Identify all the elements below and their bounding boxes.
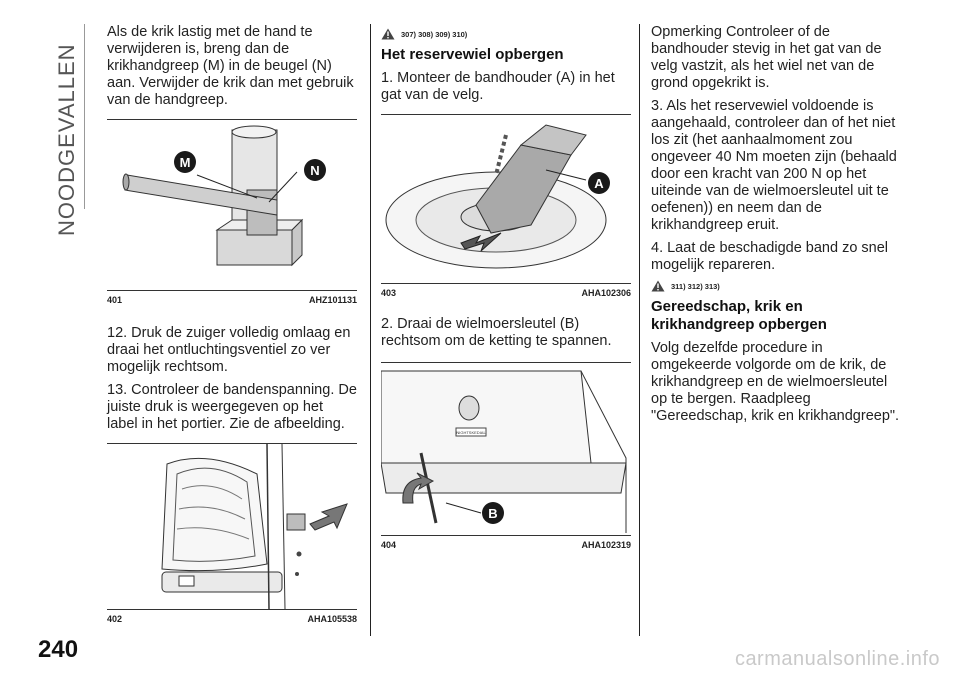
jack-handle-illustration: M N [122,125,326,267]
step-13: 13. Controleer de bandenspanning. De jui… [107,382,357,432]
warning-triangle-icon [651,280,665,292]
figure-code: AHA102319 [581,540,631,550]
warning-triangle-icon [381,28,395,40]
procedure-paragraph: Volg dezelfde procedure in omgekeerde vo… [651,340,900,424]
figure-number: 401 [107,295,123,305]
label-a: A [594,176,604,191]
warning-references: 307) 308) 309) 310) [381,28,631,40]
tire-holder-illustration: A [385,124,610,269]
watermark: carmanualsonline.info [734,648,940,670]
label-n: N [310,163,319,178]
note-paragraph: Opmerking Controleer of de bandhouder st… [651,24,882,91]
page-number: 240 [38,636,79,663]
step-3: 3. Als het reservewiel voldoende is aang… [651,98,897,233]
column-2: 307) 308) 309) 310) Het reservewiel opbe… [381,24,631,550]
figure-number: 402 [107,614,123,624]
figure-401: M N 401 AHZ101131 [107,119,357,305]
warning-reference-numbers: 311) 312) 313) [671,281,720,291]
warning-references: 311) 312) 313) [651,280,903,292]
figure-caption: 403 AHA102306 [381,285,631,298]
section-heading: Gereedschap, krik en krikhandgreep opber… [651,298,827,333]
figure-403: A 403 AHA102306 [381,114,631,298]
figure-caption: 404 AHA102319 [381,537,631,550]
intro-paragraph: Als de krik lastig met de hand te verwij… [107,24,354,108]
step-12: 12. Druk de zuiger volledig omlaag en dr… [107,325,351,375]
figure-402: 402 AHA105538 [107,443,357,624]
tailgate-wrench-illustration: NIGHTSKEDIAL B [381,370,627,533]
tailgate-plate: NIGHTSKEDIAL [456,430,486,435]
section-heading: Het reservewiel opbergen [381,46,564,63]
column-divider [370,24,371,636]
figure-caption: 402 AHA105538 [107,611,357,624]
column-1: Als de krik lastig met de hand te verwij… [107,24,357,624]
label-b: B [488,506,497,521]
figure-code: AHA105538 [307,614,357,624]
figure-number: 404 [381,540,397,550]
figure-number: 403 [381,288,397,298]
column-divider [639,24,640,636]
figure-code: AHZ101131 [308,295,357,305]
door-label-illustration [161,444,348,609]
figure-code: AHA102306 [581,288,631,298]
section-title: NOODGEVALLEN [54,36,80,236]
label-m: M [180,155,191,170]
step-2: 2. Draai de wielmoersleutel (B) rechtsom… [381,316,612,349]
section-divider [84,24,85,209]
step-1: 1. Monteer de bandhouder (A) in het gat … [381,70,615,103]
section-title-text: NOODGEVALLEN [54,43,79,236]
step-4: 4. Laat de beschadigde band zo snel moge… [651,240,889,273]
warning-reference-numbers: 307) 308) 309) 310) [401,29,468,39]
figure-caption: 401 AHZ101131 [107,292,357,305]
figure-404: NIGHTSKEDIAL B 404 AHA102319 [381,362,631,550]
column-3: Opmerking Controleer of de bandhouder st… [651,24,903,431]
